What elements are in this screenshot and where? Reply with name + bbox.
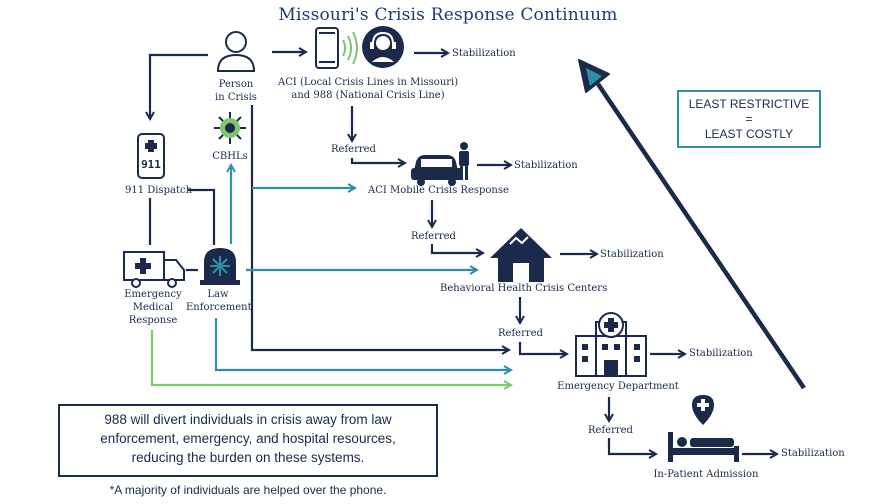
bhcc-label: Behavioral Health Crisis Centers [440,283,608,294]
line-dispatch-to-law [188,188,216,245]
arrow-referred-to-inpatient [607,438,655,454]
headset-icon [362,26,404,68]
person-label: Person in Crisis [215,79,257,103]
stabilization-label-3: Stabilization [600,249,664,260]
referred-label-2: Referred [411,231,456,242]
referred-label-4: Referred [588,425,633,436]
responder-icon [459,142,469,180]
svg-text:911: 911 [141,158,161,171]
diversion-note-box: 988 will divert individuals in crisis aw… [58,404,438,477]
ambulance-icon [123,251,185,288]
aci-lines-label: ACI (Local Crisis Lines in Missouri) and… [278,77,459,101]
cbhls-label: CBHLs [212,151,248,162]
least-restrictive-box: LEAST RESTRICTIVE = LEAST COSTLY [677,90,821,148]
arrow-referred-to-bhcc [430,244,482,253]
person-icon [216,31,256,72]
ems-label: Emergency Medical Response [124,289,182,326]
arrow-person-to-dispatch [150,53,208,118]
ed-label: Emergency Department [557,381,679,392]
hospital-icon [575,312,647,377]
referred-label-3: Referred [498,328,543,339]
least-restrictive-arrow [578,59,806,390]
hospital-bed-icon [668,432,739,462]
arrow-person-to-ed [250,105,508,350]
stabilization-label-1: Stabilization [452,48,516,59]
mobile-crisis-label: ACI Mobile Crisis Response [368,185,509,196]
signal-icon [342,31,358,65]
arrow-law-to-ed [214,318,510,370]
referred-label-1: Referred [331,144,376,155]
arrow-referred-to-ed [518,342,566,354]
police-light-icon [200,248,240,285]
mobile-911-icon: 911 [137,133,165,179]
phone-icon [315,27,339,69]
stabilization-label-2: Stabilization [514,160,578,171]
inpatient-label: In-Patient Admission [653,469,759,480]
car-icon [411,155,462,186]
stabilization-label-4: Stabilization [689,348,753,359]
house-icon [490,228,552,282]
cbhl-icon [214,112,246,144]
dispatch-label: 911 Dispatch [125,185,193,196]
stabilization-label-5: Stabilization [781,448,845,459]
footnote: *A majority of individuals are helped ov… [109,483,387,497]
page-title: Missouri's Crisis Response Continuum [278,5,618,25]
arrow-referred-to-mobile [350,158,404,163]
arrow-ems-to-ed [150,330,510,385]
law-label: Law Enforcement [186,289,252,313]
map-pin-icon [692,395,714,425]
